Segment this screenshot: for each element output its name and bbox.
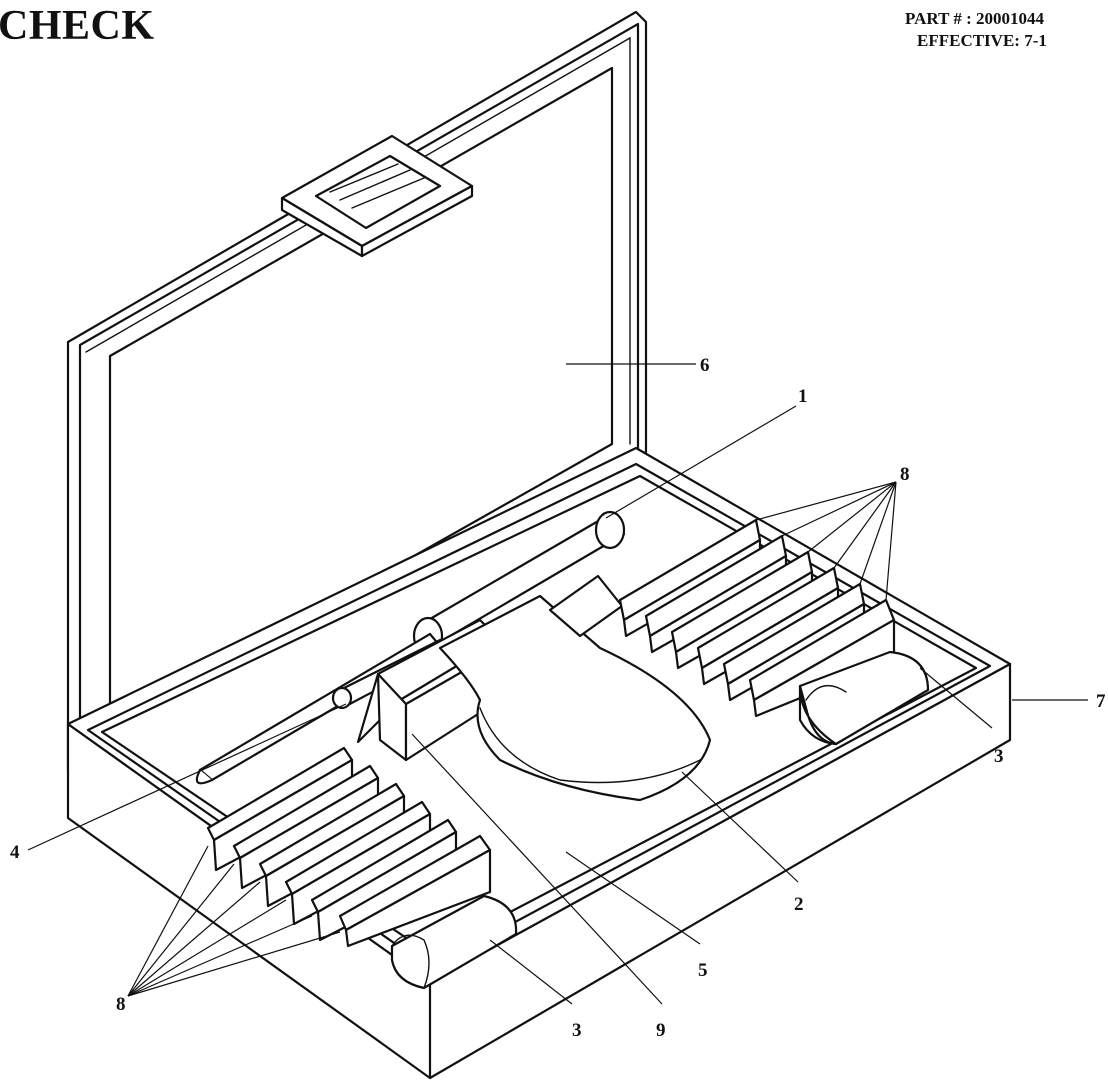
left-blades (206, 746, 492, 948)
callout-9: 9 (656, 1020, 666, 1041)
leader-8-right (755, 481, 897, 601)
pad (438, 574, 712, 802)
right-blades (618, 518, 896, 718)
leader-lines (27, 363, 1088, 1005)
right-blade (748, 598, 896, 718)
leader-5 (565, 851, 701, 945)
lid-mirror-panel (108, 66, 614, 730)
leader-3a (919, 667, 993, 729)
callout-8-left: 8 (116, 994, 126, 1015)
left-blade (338, 834, 492, 948)
page-title: CHECK (0, 3, 155, 49)
callout-3-right: 3 (994, 746, 1004, 767)
callout-4: 4 (10, 842, 20, 863)
callout-5: 5 (698, 960, 708, 981)
part-number: PART # : 20001044 (905, 9, 1045, 28)
callout-1: 1 (798, 386, 808, 407)
leader-9 (411, 733, 663, 1005)
latch (280, 134, 474, 258)
callout-2: 2 (794, 894, 804, 915)
callout-7: 7 (1096, 691, 1106, 712)
document-meta: PART # : 20001044 EFFECTIVE: 7-1 (905, 8, 1047, 52)
leader-8-left (127, 845, 341, 997)
right-cylinder (798, 650, 930, 746)
leader-3b (489, 939, 573, 1005)
callout-6: 6 (700, 355, 710, 376)
lid (66, 10, 648, 782)
left-cylinder (390, 894, 518, 990)
effective-date: EFFECTIVE: 7-1 (917, 31, 1047, 50)
callout-3-left: 3 (572, 1020, 582, 1041)
callout-labels: 6 1 8 7 3 4 2 5 8 3 9 (10, 355, 1106, 1041)
leader-1 (605, 405, 797, 519)
leader-4 (27, 703, 347, 851)
callout-8-right: 8 (900, 464, 910, 485)
leader-2 (681, 771, 799, 883)
